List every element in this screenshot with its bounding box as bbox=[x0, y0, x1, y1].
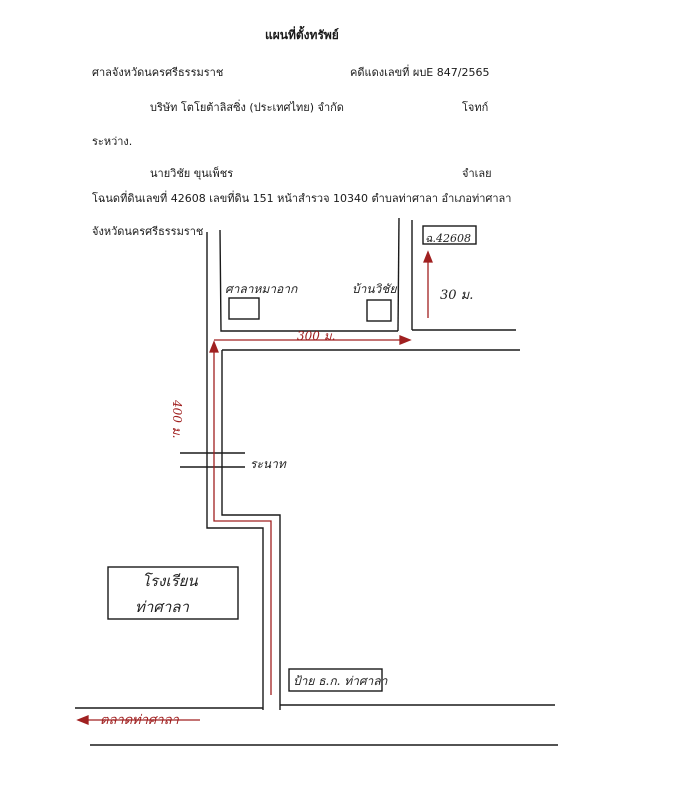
parcel-label: ฉ.42608 bbox=[425, 232, 471, 245]
compound-outline bbox=[219, 229, 398, 332]
plaintiff-role: โจทก์ bbox=[462, 101, 489, 114]
route-arrow-up bbox=[209, 340, 219, 353]
defendant-name: นายวิชัย ขุนเพ็ชร bbox=[150, 167, 234, 180]
school-label: ศาลาหมาอาก bbox=[225, 282, 298, 296]
page-title: แผนที่ตั้งทรัพย์ bbox=[265, 28, 339, 42]
distance-south-label: 400 ม. bbox=[170, 400, 184, 439]
sign-box bbox=[288, 668, 383, 692]
route-arrow-left bbox=[76, 715, 89, 725]
distance-north-label: 30 ม. bbox=[440, 288, 474, 303]
school-building-box bbox=[228, 297, 260, 320]
case-number: คดีแดงเลขที่ ผบE 847/2565 bbox=[350, 66, 490, 79]
road-main-left-edge bbox=[206, 232, 264, 710]
school-thasala-box bbox=[107, 566, 239, 620]
sign-label: ป้าย ธ.ก. ท่าศาลา bbox=[293, 674, 388, 688]
house-label: บ้านวิชัย bbox=[352, 282, 397, 296]
province-name: จังหวัดนครศรีธรรมราช bbox=[92, 225, 204, 238]
defendant-role: จำเลย bbox=[462, 167, 492, 180]
house-building-box bbox=[366, 299, 392, 322]
school-box-line1: โรงเรียน bbox=[142, 572, 198, 590]
route-main-line bbox=[213, 347, 272, 695]
bridge-label: ระนาท bbox=[250, 457, 286, 471]
parcel-label-box bbox=[422, 225, 477, 245]
to-town-label: ตลาดท่าศาลา bbox=[100, 713, 179, 728]
plaintiff-name: บริษัท โตโยต้าลิสซิ่ง (ประเทศไทย) จำกัด bbox=[150, 101, 344, 114]
deed-details: โฉนดที่ดินเลขที่ 42608 เลขที่ดิน 151 หน้… bbox=[92, 192, 512, 205]
road-main-right-edge bbox=[221, 350, 281, 710]
distance-east-label: 300 ม. bbox=[297, 329, 336, 343]
school-box-line2: ท่าศาลา bbox=[135, 598, 189, 616]
road-side-left-edge bbox=[397, 217, 400, 332]
route-arrow-right bbox=[399, 335, 412, 345]
route-arrow-north bbox=[423, 250, 433, 263]
between-label: ระหว่าง. bbox=[92, 135, 133, 148]
court-name: ศาลจังหวัดนครศรีธรรมราช bbox=[92, 66, 224, 79]
